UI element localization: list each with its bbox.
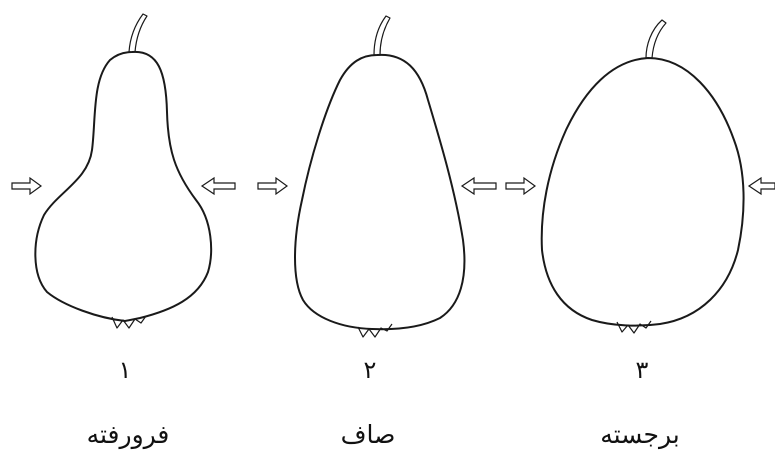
label-flat: صاف [288,420,448,449]
label-convex: برجسته [560,420,720,449]
pear-stem [646,20,666,58]
pear-concave [35,14,211,328]
arrow-right-icon [12,178,41,194]
figure-number-1: ١ [95,356,155,384]
arrows [12,178,775,194]
pear-stem [374,16,390,55]
arrow-left-icon [749,178,775,194]
figure-number-2: ٢ [340,356,400,384]
pear-outline [542,58,744,326]
arrow-right-icon [506,178,535,194]
pear-outline [295,55,464,329]
arrow-left-icon [202,178,235,194]
pear-calyx [358,324,392,337]
arrow-left-icon [462,178,496,194]
pear-outline [35,52,211,321]
label-concave: فرورفته [48,420,208,449]
pear-stem [129,14,147,52]
pear-convex [542,20,744,333]
figure-number-3: ٣ [612,356,672,384]
pear-calyx [617,321,651,333]
pear-flat [295,16,464,337]
arrow-right-icon [258,178,287,194]
